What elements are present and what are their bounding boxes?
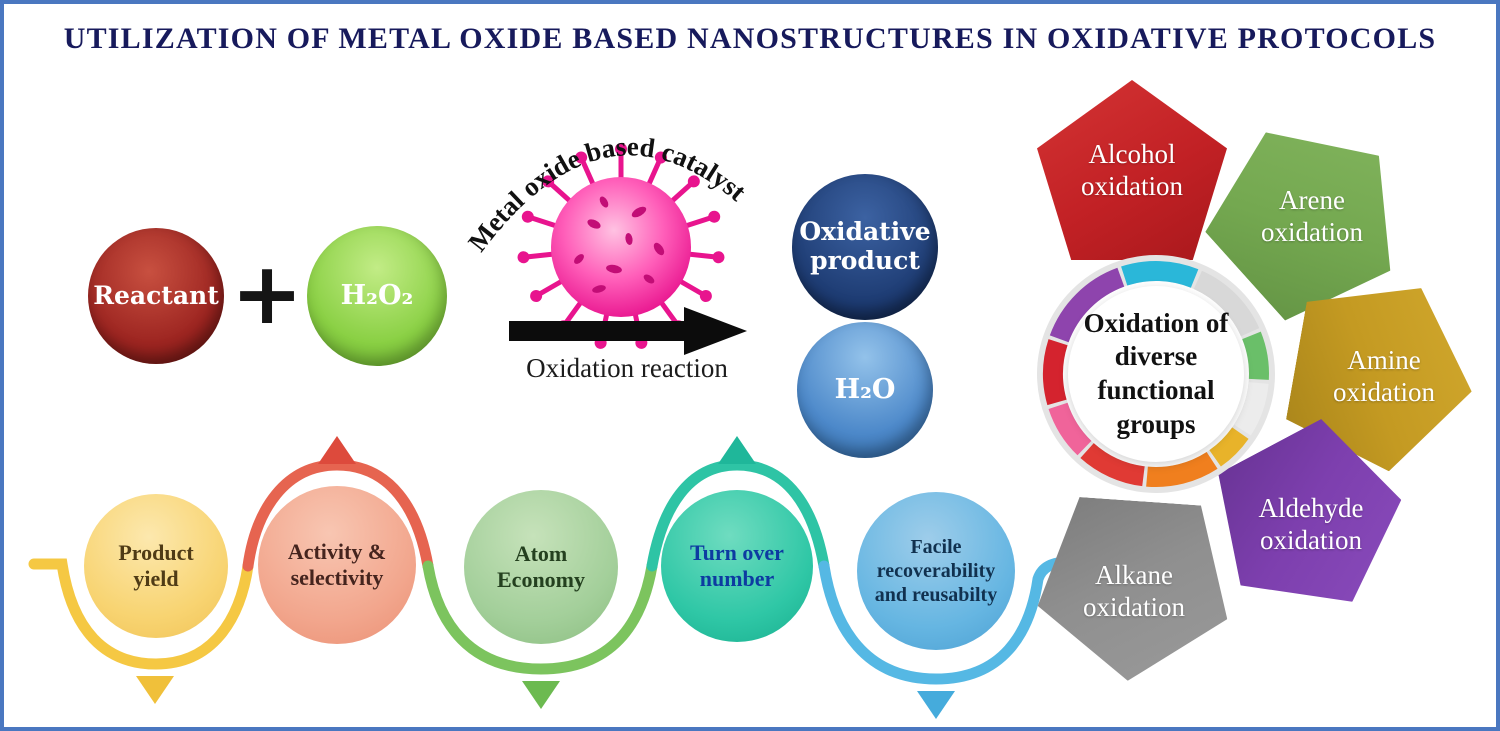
wave-arrow-down-blue bbox=[917, 691, 955, 719]
oxidant-circle: H₂O₂ bbox=[307, 226, 447, 366]
catalyst-texture bbox=[574, 196, 665, 293]
reaction-arrow-label: Oxidation reaction bbox=[526, 353, 728, 383]
metric-activity-selectivity: Activity & selectivity bbox=[258, 486, 416, 644]
wave-segment-teal bbox=[646, 459, 830, 572]
diagram-title: UTILIZATION OF METAL OXIDE BASED NANOSTR… bbox=[63, 22, 1437, 55]
wave-segment-salmon bbox=[242, 459, 434, 572]
metric-recoverability: Facile recoverability and reusabilty bbox=[857, 492, 1015, 650]
pentagon-arene-oxidation: Arene oxidation bbox=[1219, 126, 1405, 306]
wave-arrow-up-teal bbox=[718, 436, 756, 464]
catalyst-ball bbox=[551, 177, 691, 317]
water-label: H₂O bbox=[834, 374, 896, 406]
wave-arrow-down-yellow bbox=[136, 676, 174, 704]
metric-label: Facile recoverability and reusabilty bbox=[874, 536, 998, 606]
pentagon-alkane-oxidation: Alkane oxidation bbox=[1039, 501, 1229, 681]
oxidative-product-label: Oxidative product bbox=[799, 217, 931, 275]
wheel-ring bbox=[1037, 255, 1275, 493]
oxidative-product-circle: Oxidative product bbox=[792, 174, 938, 320]
pentagon-label: Aldehyde oxidation bbox=[1258, 492, 1364, 555]
metric-label: Atom Economy bbox=[497, 540, 585, 592]
pentagon-label: Amine oxidation bbox=[1333, 344, 1435, 407]
water-circle: H₂O bbox=[797, 322, 933, 458]
metric-product-yield: Product yield bbox=[84, 494, 228, 638]
catalyst-nanoparticle: Metal oxide based catalyst bbox=[462, 131, 752, 339]
reactant-label: Reactant bbox=[93, 280, 219, 310]
wave-segment-green bbox=[422, 560, 658, 675]
wave-segment-blue bbox=[818, 556, 1076, 685]
pentagon-amine-oxidation: Amine oxidation bbox=[1291, 287, 1477, 465]
metrics-wave bbox=[28, 436, 1076, 719]
plus-sign: + bbox=[230, 244, 304, 344]
oxidant-label: H₂O₂ bbox=[340, 280, 414, 312]
wave-arrow-up-red bbox=[318, 436, 356, 464]
reaction-arrow-shape bbox=[509, 307, 747, 355]
metric-turnover-number: Turn over number bbox=[661, 490, 813, 642]
pentagon-aldehyde-oxidation: Aldehyde oxidation bbox=[1220, 436, 1402, 612]
metric-atom-economy: Atom Economy bbox=[464, 490, 618, 644]
wheel-center-label: Oxidation of diverse functional groups bbox=[1068, 286, 1244, 462]
wave-arrow-down-green bbox=[522, 681, 560, 709]
reactant-circle: Reactant bbox=[88, 228, 224, 364]
pentagon-alcohol-oxidation: Alcohol oxidation bbox=[1037, 80, 1227, 260]
metric-label: Turn over number bbox=[690, 539, 784, 591]
metric-label: Product yield bbox=[118, 539, 194, 591]
pentagon-label: Alkane oxidation bbox=[1083, 559, 1185, 622]
wave-segment-yellow bbox=[28, 558, 254, 670]
pentagon-label: Arene oxidation bbox=[1261, 184, 1363, 247]
reaction-arrow bbox=[509, 307, 747, 355]
pentagon-label: Alcohol oxidation bbox=[1081, 138, 1183, 201]
metric-label: Activity & selectivity bbox=[287, 538, 387, 590]
